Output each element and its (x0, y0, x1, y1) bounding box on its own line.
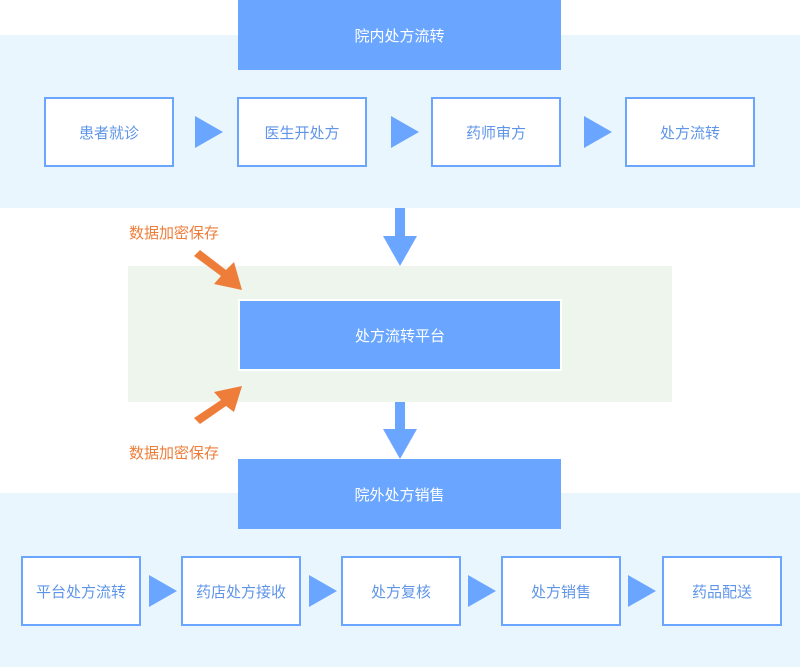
top-section-title: 院内处方流转 (238, 0, 561, 70)
right-arrow-icon (149, 575, 177, 607)
step-drug-delivery: 药品配送 (662, 556, 782, 626)
step-pharmacy-receive: 药店处方接收 (181, 556, 301, 626)
right-arrow-icon (468, 575, 496, 607)
right-arrow-icon (628, 575, 656, 607)
step-platform-transfer: 平台处方流转 (21, 556, 141, 626)
step-prescription-sale: 处方销售 (501, 556, 621, 626)
down-arrow-icon (383, 208, 417, 266)
step-patient-visit: 患者就诊 (44, 97, 174, 167)
right-arrow-icon (309, 575, 337, 607)
step-doctor-prescribes: 医生开处方 (237, 97, 367, 167)
right-arrow-icon (195, 116, 223, 148)
bottom-section-title: 院外处方销售 (238, 459, 561, 529)
orange-arrow-icon (194, 250, 242, 290)
down-arrow-icon (383, 402, 417, 459)
step-prescription-transfer: 处方流转 (625, 97, 755, 167)
platform-title: 处方流转平台 (238, 299, 562, 371)
step-pharmacist-review: 药师审方 (431, 97, 561, 167)
encryption-annotation-top: 数据加密保存 (129, 224, 220, 242)
right-arrow-icon (391, 116, 419, 148)
right-arrow-icon (584, 116, 612, 148)
orange-arrow-icon (194, 386, 242, 424)
encryption-annotation-bottom: 数据加密保存 (129, 444, 220, 462)
step-prescription-recheck: 处方复核 (341, 556, 461, 626)
